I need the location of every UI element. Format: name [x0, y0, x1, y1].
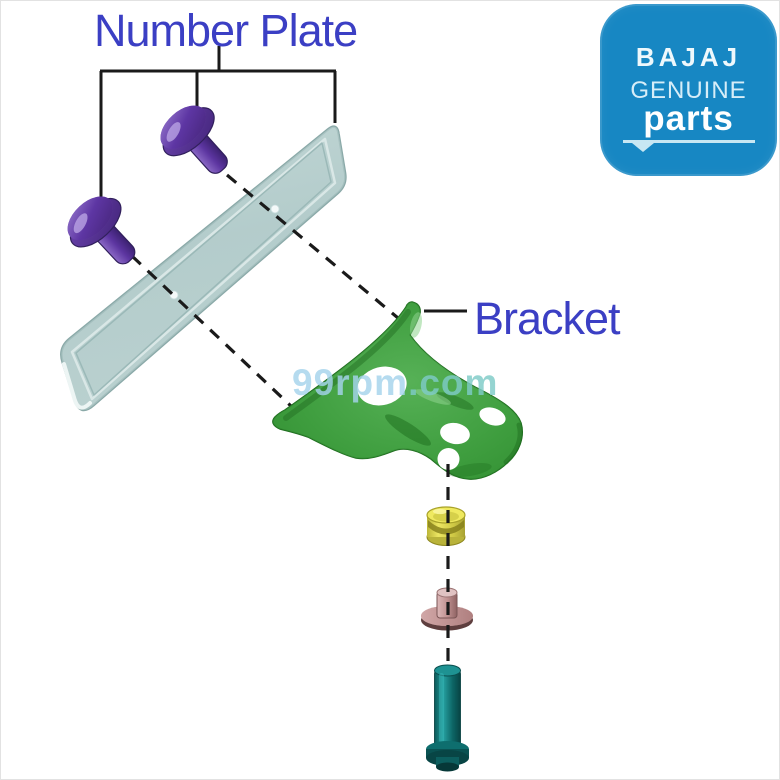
bolt-part: [426, 664, 469, 772]
number-plate-connector-lines: [99, 46, 337, 197]
genuine-text: GENUINE: [630, 77, 747, 104]
parts-text: parts: [643, 99, 734, 138]
number-plate-label: Number Plate: [94, 5, 358, 56]
bracket-label: Bracket: [474, 293, 621, 344]
rivet-part: [421, 587, 473, 631]
bajaj-genuine-parts-logo: BAJAJ GENUINE parts: [600, 4, 777, 176]
screw-left-part: [56, 184, 154, 282]
bracket-hole-oval: [479, 407, 506, 426]
watermark: 99rpm.com: [292, 364, 498, 401]
bracket-hole-middle: [440, 422, 470, 445]
grommet-part: [426, 506, 466, 546]
bracket-hole-bottom: [437, 448, 460, 470]
screw-top-part: [149, 93, 247, 191]
alignment-dashed-lines: [130, 173, 400, 409]
logo-underline: [622, 140, 755, 152]
bracket-part: [272, 301, 523, 480]
number-plate-part: [60, 125, 347, 412]
watermark-main: 99rpm: [292, 362, 409, 403]
watermark-suffix: .com: [408, 362, 499, 403]
plate-hole: [270, 204, 280, 214]
bajaj-brand-text: BAJAJ: [635, 42, 742, 72]
bracket-hole-center: [357, 366, 407, 406]
logo-down-arrow-icon: [631, 143, 654, 152]
